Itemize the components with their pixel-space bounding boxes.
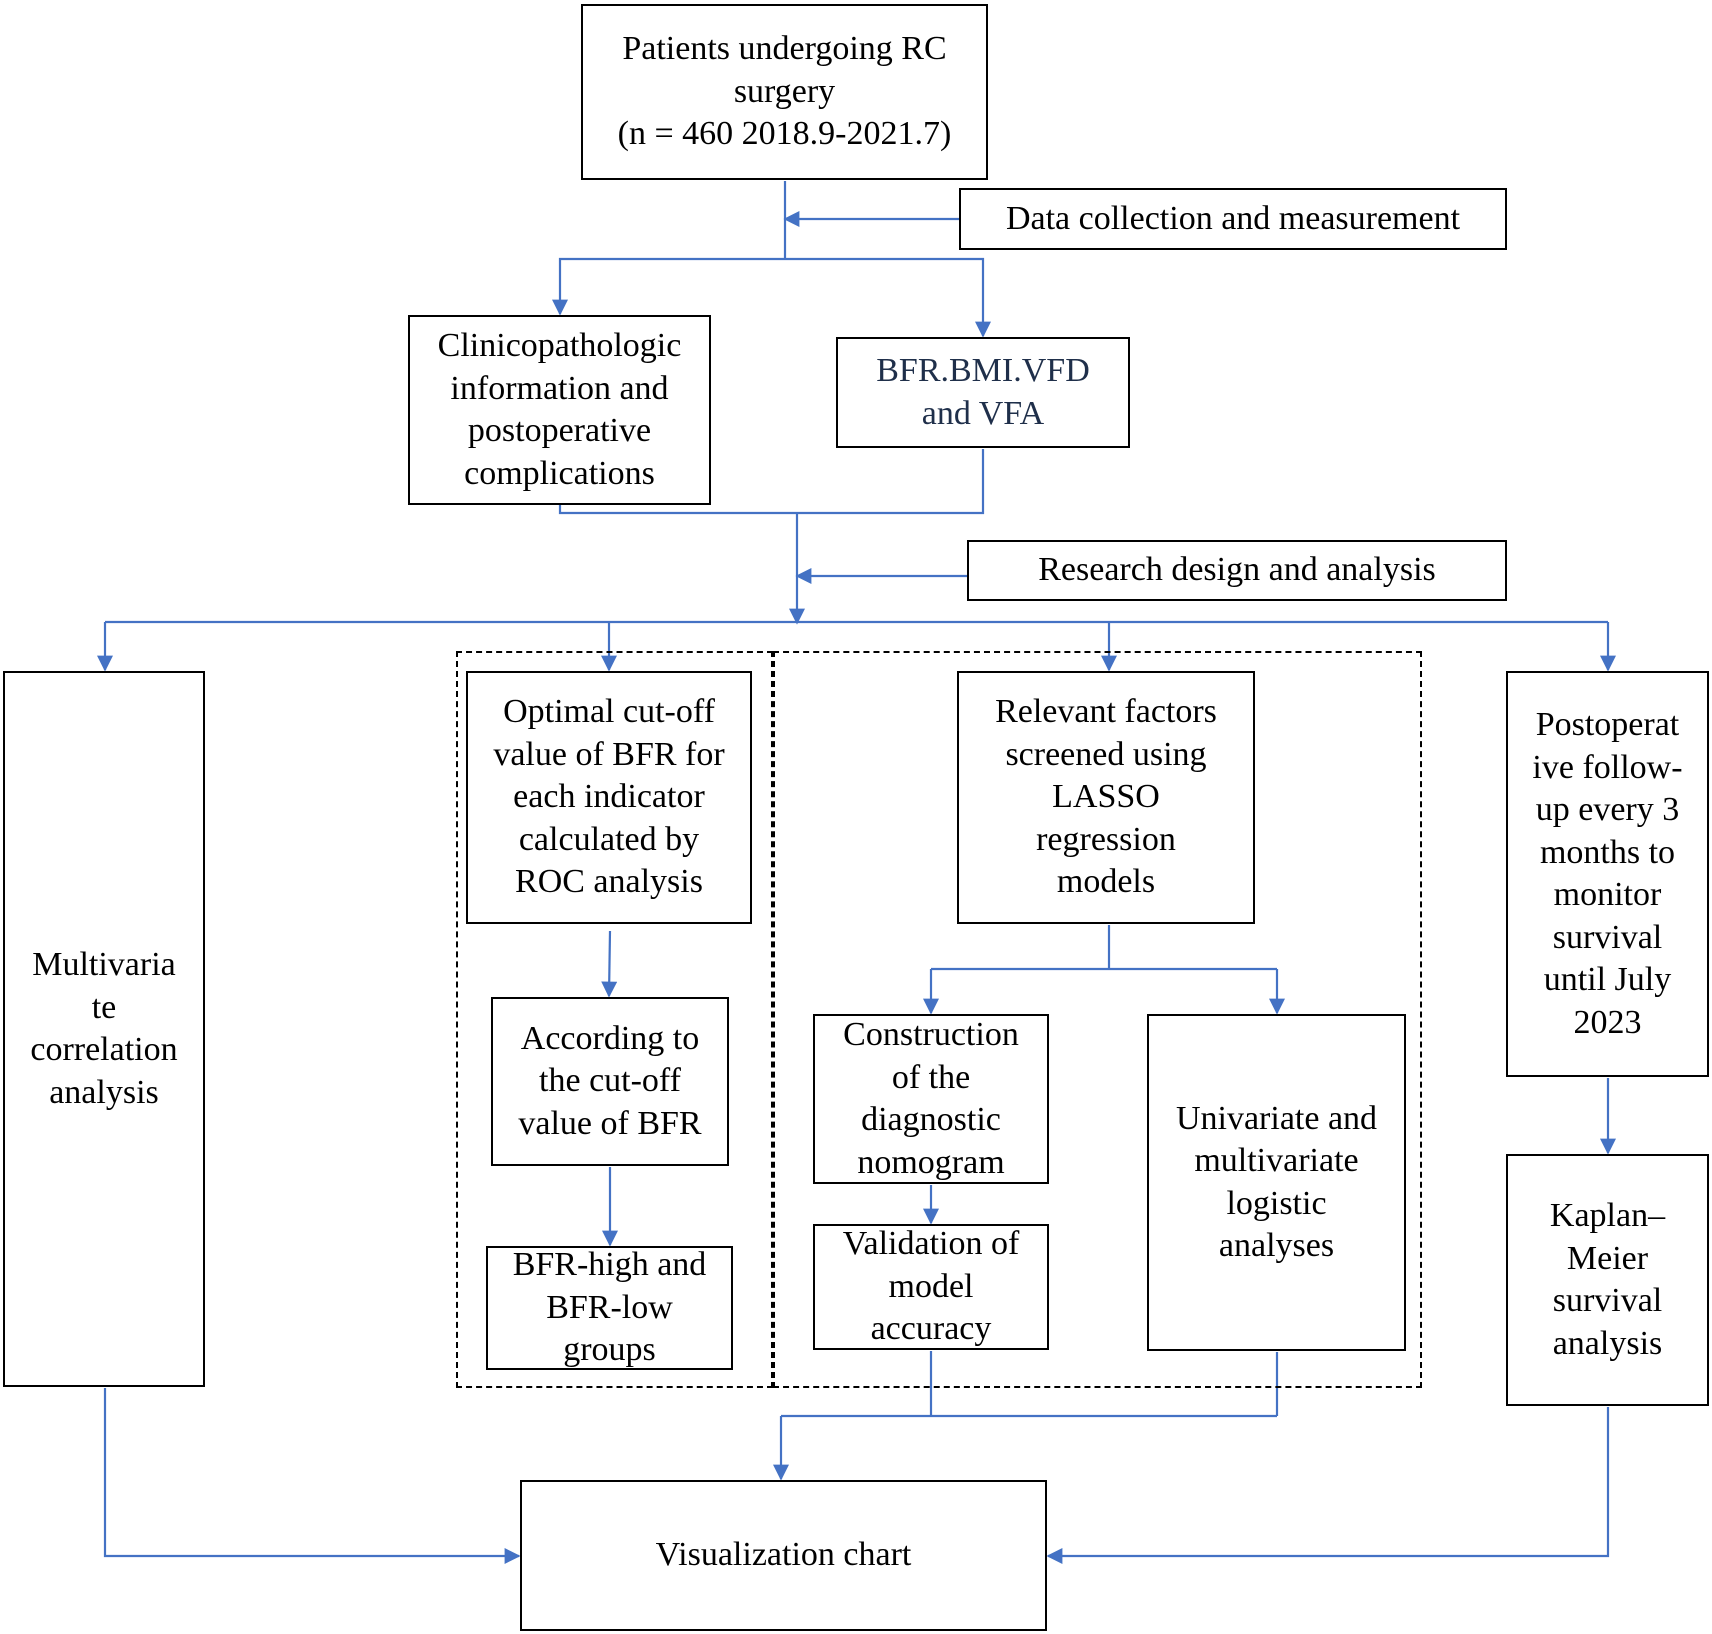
connector-clinico-merge bbox=[558, 505, 797, 515]
visualization-label: Visualization chart bbox=[655, 1536, 912, 1574]
multivariate-box: Multivaria te correlation analysis bbox=[3, 671, 205, 1387]
kaplan-meier-label: Kaplan– Meier survival analysis bbox=[1549, 1197, 1666, 1362]
data-collection-box: Data collection and measurement bbox=[959, 188, 1507, 250]
bfr-groups-label: BFR-high and BFR-low groups bbox=[512, 1246, 707, 1369]
bfr-bmi-label: BFR.BMI.VFD and VFA bbox=[876, 352, 1090, 432]
optimal-cutoff-box: Optimal cut-off value of BFR for each in… bbox=[466, 671, 752, 924]
according-cutoff-label: According to the cut-off value of BFR bbox=[518, 1019, 702, 1142]
patients-label: Patients undergoing RC surgery (n = 460 … bbox=[617, 30, 952, 153]
validation-label: Validation of model accuracy bbox=[842, 1225, 1020, 1348]
according-cutoff-box: According to the cut-off value of BFR bbox=[491, 997, 729, 1166]
multivariate-label: Multivaria te correlation analysis bbox=[30, 946, 178, 1111]
validation-box: Validation of model accuracy bbox=[813, 1224, 1049, 1350]
connector-bfr-merge bbox=[797, 449, 985, 515]
kaplan-meier-box: Kaplan– Meier survival analysis bbox=[1506, 1154, 1709, 1406]
data-collection-label: Data collection and measurement bbox=[1005, 199, 1461, 237]
connector-split-left bbox=[552, 257, 785, 316]
clinicopathologic-box: Clinicopathologic information and postop… bbox=[408, 315, 711, 505]
connector-multivariate-to-visualization bbox=[103, 1388, 521, 1564]
bfr-bmi-box: BFR.BMI.VFD and VFA bbox=[836, 337, 1130, 448]
patients-box: Patients undergoing RC surgery (n = 460 … bbox=[581, 4, 988, 180]
visualization-box: Visualization chart bbox=[520, 1480, 1047, 1631]
bfr-groups-box: BFR-high and BFR-low groups bbox=[486, 1246, 733, 1370]
roc-group-dashed-frame bbox=[456, 651, 773, 1388]
optimal-cutoff-label: Optimal cut-off value of BFR for each in… bbox=[493, 693, 725, 901]
clinicopathologic-label: Clinicopathologic information and postop… bbox=[437, 327, 682, 492]
lasso-label: Relevant factors screened using LASSO re… bbox=[995, 693, 1217, 901]
research-design-box: Research design and analysis bbox=[967, 540, 1507, 601]
nomogram-box: Construction of the diagnostic nomogram bbox=[813, 1014, 1049, 1184]
connector-split-right bbox=[785, 257, 991, 338]
research-design-label: Research design and analysis bbox=[1038, 551, 1436, 589]
connector-optimal-to-according bbox=[601, 930, 618, 998]
univariate-label: Univariate and multivariate logistic ana… bbox=[1175, 1099, 1378, 1265]
lasso-group-dashed-frame bbox=[773, 651, 1422, 1388]
univariate-box: Univariate and multivariate logistic ana… bbox=[1147, 1014, 1406, 1351]
nomogram-label: Construction of the diagnostic nomogram bbox=[843, 1016, 1019, 1181]
connector-kaplan-to-visualization bbox=[1046, 1407, 1610, 1564]
lasso-box: Relevant factors screened using LASSO re… bbox=[957, 671, 1255, 924]
followup-box: Postoperat ive follow- up every 3 months… bbox=[1506, 671, 1709, 1077]
followup-label: Postoperat ive follow- up every 3 months… bbox=[1532, 706, 1683, 1041]
